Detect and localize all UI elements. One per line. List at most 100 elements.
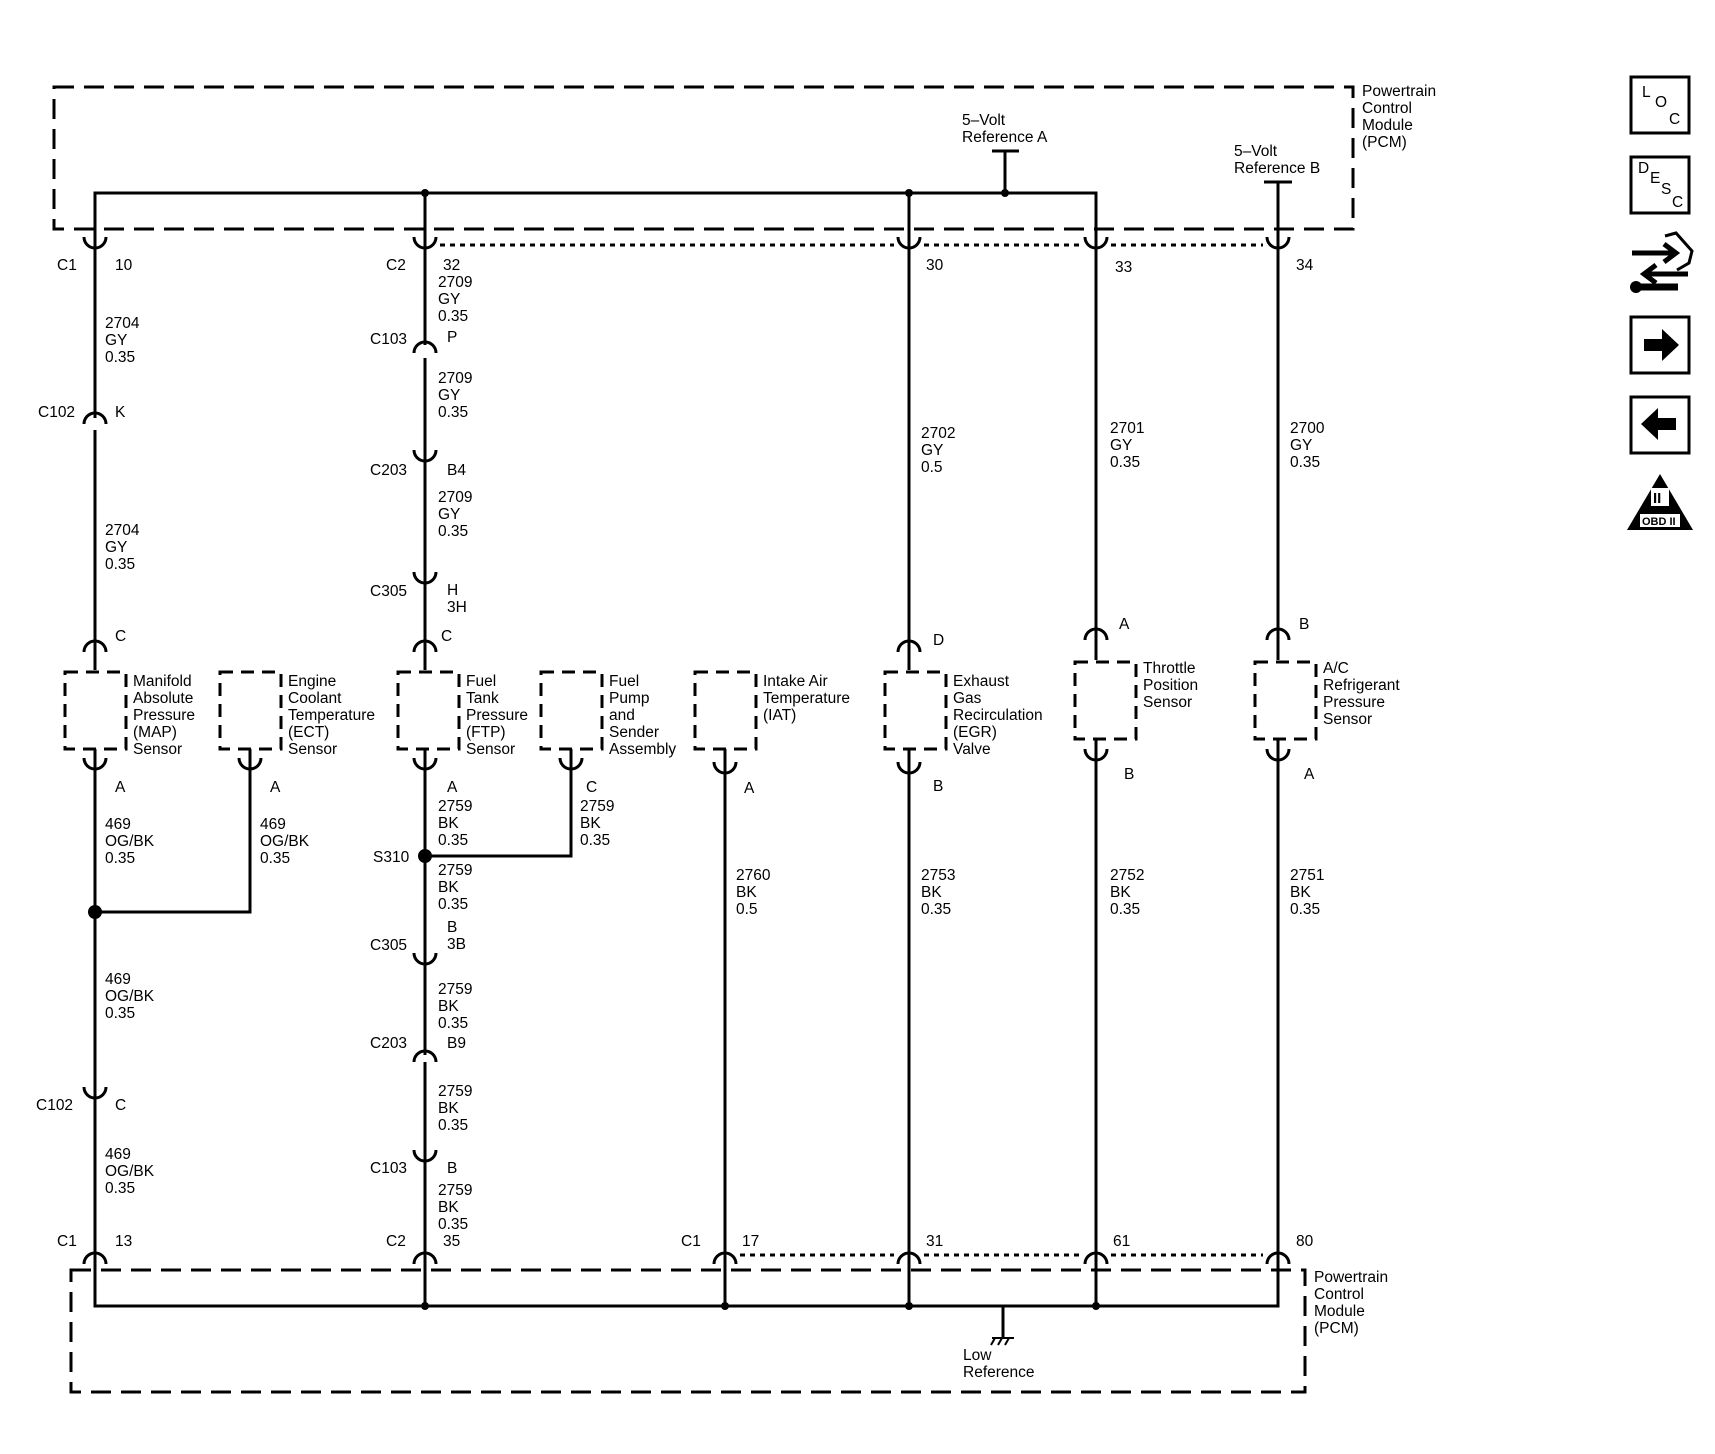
svg-text:Temperature: Temperature (763, 690, 850, 707)
svg-text:BK: BK (1110, 884, 1131, 901)
svg-text:3H: 3H (447, 599, 467, 616)
svg-text:2709: 2709 (438, 370, 472, 387)
top-pin-34: 34 (1265, 229, 1314, 274)
ref-bus-a (93, 191, 1098, 235)
svg-text:2709: 2709 (438, 274, 472, 291)
svg-text:0.35: 0.35 (260, 850, 290, 867)
svg-text:(ECT): (ECT) (288, 724, 329, 741)
bottom-pin-61: 61 (1083, 1233, 1130, 1278)
tp-pin-b: B (1083, 739, 1134, 783)
svg-text:C2: C2 (386, 1233, 406, 1250)
svg-text:Manifold: Manifold (133, 673, 192, 690)
svg-text:2759: 2759 (438, 1182, 472, 1199)
svg-text:A/C: A/C (1323, 660, 1349, 677)
svg-text:Sensor: Sensor (1323, 711, 1372, 728)
svg-text:B: B (1299, 616, 1309, 633)
svg-text:Powertrain: Powertrain (1362, 83, 1436, 100)
loc-button[interactable]: L O C (1629, 75, 1691, 135)
svg-text:OBD II: OBD II (1642, 516, 1676, 528)
svg-text:(EGR): (EGR) (953, 724, 997, 741)
repair-procedure-icon[interactable] (1630, 231, 1694, 293)
svg-text:OG/BK: OG/BK (105, 1163, 155, 1180)
conn-c305-b: C305 B3B (370, 919, 466, 966)
svg-text:B: B (447, 1160, 457, 1177)
svg-text:0.35: 0.35 (580, 832, 610, 849)
svg-text:35: 35 (443, 1233, 460, 1250)
tp-pin-a: A (1083, 616, 1130, 660)
next-button[interactable] (1629, 315, 1691, 375)
previous-button[interactable] (1629, 395, 1691, 455)
svg-text:5–Volt: 5–Volt (1234, 143, 1278, 160)
arrow-left-icon (1641, 408, 1676, 440)
svg-text:0.35: 0.35 (1110, 454, 1140, 471)
svg-text:469: 469 (105, 816, 131, 833)
svg-text:II: II (1653, 490, 1661, 507)
svg-text:17: 17 (742, 1233, 759, 1250)
throttle-position-sensor: Throttle Position Sensor (1073, 660, 1198, 741)
svg-text:2759: 2759 (438, 1083, 472, 1100)
map-sensor: Manifold Absolute Pressure (MAP) Sensor (63, 670, 195, 758)
svg-text:61: 61 (1113, 1233, 1130, 1250)
svg-text:33: 33 (1115, 259, 1132, 276)
svg-text:Pressure: Pressure (133, 707, 195, 724)
svg-text:0.35: 0.35 (105, 1180, 135, 1197)
svg-text:(PCM): (PCM) (1362, 134, 1407, 151)
svg-text:(FTP): (FTP) (466, 724, 506, 741)
svg-text:2759: 2759 (438, 862, 472, 879)
svg-text:0.35: 0.35 (105, 850, 135, 867)
svg-text:BK: BK (921, 884, 942, 901)
desc-button[interactable]: D E S C (1629, 155, 1691, 215)
svg-text:2759: 2759 (580, 798, 614, 815)
bottom-pin-35: C2 35 (386, 1233, 460, 1278)
svg-text:Powertrain: Powertrain (1314, 1269, 1388, 1286)
svg-text:GY: GY (1290, 437, 1312, 454)
low-node-31 (905, 1302, 913, 1310)
svg-text:OG/BK: OG/BK (260, 833, 310, 850)
egr-pin-b: B (896, 749, 943, 795)
ref-a-label: 5–Volt Reference A (962, 112, 1048, 146)
svg-text:Temperature: Temperature (288, 707, 375, 724)
svg-text:GY: GY (1110, 437, 1132, 454)
svg-text:GY: GY (105, 539, 127, 556)
svg-text:Intake Air: Intake Air (763, 673, 828, 690)
svg-text:A: A (1119, 616, 1130, 633)
svg-text:0.5: 0.5 (736, 901, 758, 918)
svg-text:and: and (609, 707, 635, 724)
svg-text:GY: GY (438, 291, 460, 308)
ftp-pin-a: A (412, 749, 458, 796)
iat-sensor: Intake Air Temperature (IAT) (693, 670, 850, 751)
svg-text:Engine: Engine (288, 673, 336, 690)
svg-text:B: B (933, 778, 943, 795)
svg-text:34: 34 (1296, 257, 1314, 274)
svg-text:Control: Control (1314, 1286, 1364, 1303)
svg-text:3B: 3B (447, 936, 466, 953)
svg-text:C: C (1672, 194, 1683, 211)
svg-text:Position: Position (1143, 677, 1198, 694)
obd-ii-icon[interactable]: II OBD II (1627, 474, 1693, 530)
svg-text:5–Volt: 5–Volt (962, 112, 1006, 129)
svg-text:Sensor: Sensor (1143, 694, 1192, 711)
svg-text:E: E (1650, 170, 1660, 187)
svg-text:GY: GY (921, 442, 943, 459)
svg-text:2759: 2759 (438, 981, 472, 998)
svg-text:0.35: 0.35 (438, 1117, 468, 1134)
svg-text:0.35: 0.35 (105, 556, 135, 573)
svg-text:L: L (1642, 84, 1651, 101)
svg-text:S: S (1661, 181, 1671, 198)
svg-text:(PCM): (PCM) (1314, 1320, 1359, 1337)
ref-b-label: 5–Volt Reference B (1234, 143, 1320, 177)
svg-text:BK: BK (736, 884, 757, 901)
svg-text:2752: 2752 (1110, 867, 1144, 884)
